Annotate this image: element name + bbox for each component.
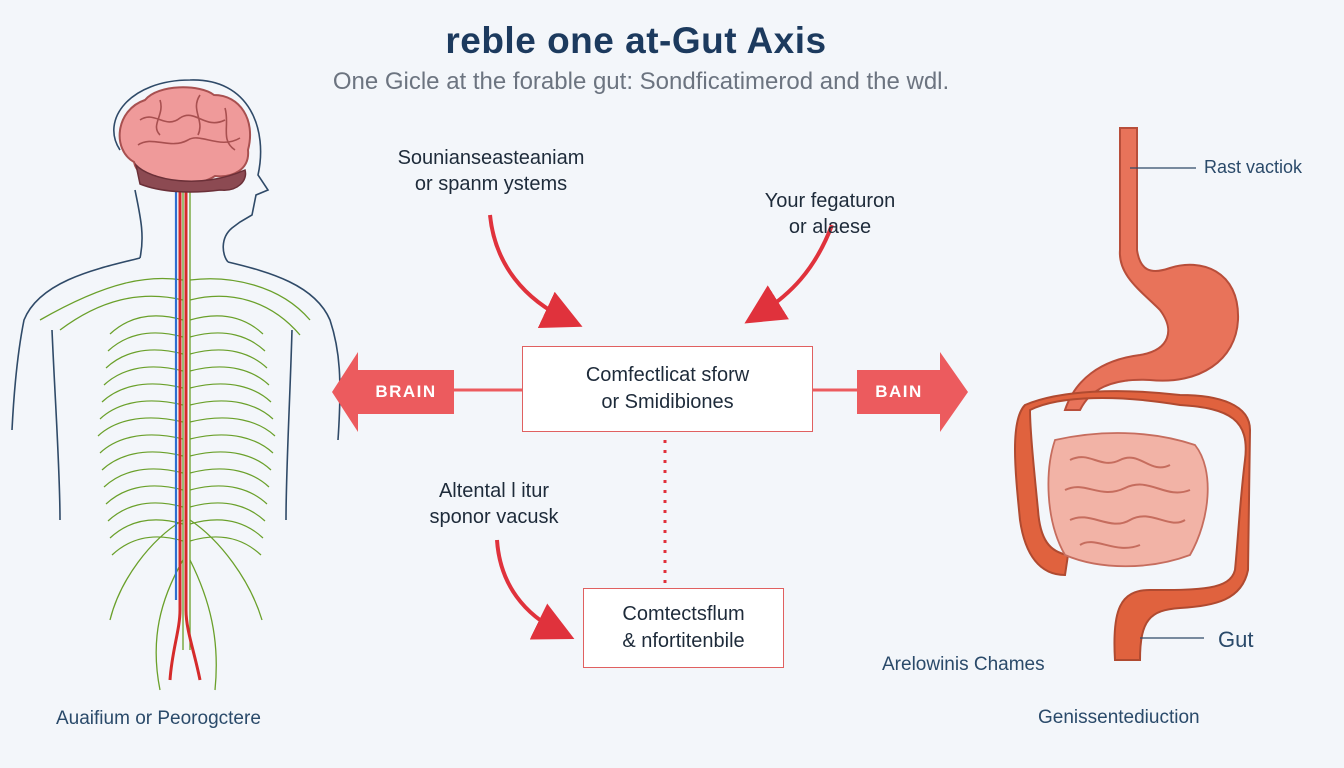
nerve-rib bbox=[107, 502, 184, 522]
nerve-rib bbox=[189, 485, 268, 505]
nerve-rib bbox=[103, 366, 184, 386]
nerve-rib bbox=[189, 400, 274, 420]
nerve-rib bbox=[189, 536, 262, 556]
nerve-rib bbox=[105, 349, 184, 369]
body-caption: Auaifium or Peorogctere bbox=[56, 708, 261, 729]
brain-icon bbox=[118, 86, 252, 193]
page-title: reble one at-Gut Axis bbox=[445, 20, 827, 61]
annotation-top-left-line2: or spanm ystems bbox=[414, 173, 568, 195]
nerve-rib bbox=[103, 468, 184, 488]
center-box: Comfectlicat sforw or Smidibiones bbox=[522, 346, 813, 432]
nerve-rib bbox=[99, 434, 184, 454]
annotation-top-right-line2: or alaese bbox=[788, 216, 872, 238]
annotation-top-left-line1: Sounianseasteaniam bbox=[397, 147, 585, 169]
right-arrow-label: BAIN bbox=[875, 382, 923, 401]
nerve-rib bbox=[189, 434, 274, 454]
gut-label: Gut bbox=[1218, 627, 1254, 652]
leader-lines bbox=[1130, 167, 1204, 639]
nerve-rib bbox=[107, 332, 184, 352]
esophagus-label: Rast vactiok bbox=[1204, 157, 1303, 177]
nerve-rib bbox=[189, 451, 272, 471]
nerve-rib bbox=[189, 315, 264, 335]
nerve-rib bbox=[97, 417, 184, 437]
nerve-rib bbox=[189, 383, 272, 403]
lower-box: Comtectsflum & nfortitenbile bbox=[583, 588, 784, 668]
nerve-rib bbox=[189, 502, 266, 522]
annotation-lower-left-line1: Altental l itur bbox=[438, 480, 550, 502]
nerve-rib bbox=[105, 485, 184, 505]
nerve-rib bbox=[101, 383, 184, 403]
curved-arrows bbox=[488, 214, 834, 640]
nerve-rib bbox=[189, 519, 264, 539]
annotation-lower-left-line2: sponor vacusk bbox=[429, 506, 559, 528]
center-box-line2: or Smidibiones bbox=[601, 391, 734, 413]
nerve-ribs bbox=[97, 315, 276, 556]
nerve-rib bbox=[99, 400, 184, 420]
annotation-top-right: Your fegaturon or alaese bbox=[730, 188, 930, 240]
nerve-rib bbox=[109, 519, 184, 539]
intestines-icon bbox=[1014, 390, 1252, 661]
annotation-top-left: Sounianseasteaniam or spanm ystems bbox=[360, 145, 622, 197]
bottom-right-label: Genissentediuction bbox=[1038, 707, 1200, 728]
nerve-rib bbox=[109, 315, 184, 335]
annotation-top-right-line1: Your fegaturon bbox=[764, 190, 896, 212]
nerve-rib bbox=[189, 417, 276, 437]
lower-box-line1: Comtectsflum bbox=[622, 603, 745, 625]
nerve-rib bbox=[189, 366, 270, 386]
brain-arrow-left bbox=[332, 352, 454, 432]
intestine-label: Arelowinis Chames bbox=[882, 654, 1045, 675]
brain-arrow-right bbox=[857, 352, 968, 432]
stomach-icon bbox=[1063, 127, 1240, 411]
left-arrow-label: BRAIN bbox=[375, 382, 437, 401]
nerve-network bbox=[39, 170, 311, 691]
annotation-lower-left: Altental l itur sponor vacusk bbox=[404, 478, 584, 530]
page-subtitle: One Gicle at the forable gut: Sondficati… bbox=[332, 68, 950, 95]
lower-box-line2: & nfortitenbile bbox=[622, 630, 745, 652]
nerve-rib bbox=[111, 536, 184, 556]
nerve-rib bbox=[189, 468, 270, 488]
nerve-rib bbox=[189, 332, 266, 352]
nerve-rib bbox=[101, 451, 184, 471]
spinal-cord bbox=[168, 160, 202, 681]
center-box-line1: Comfectlicat sforw bbox=[585, 364, 750, 386]
nerve-rib bbox=[189, 349, 268, 369]
